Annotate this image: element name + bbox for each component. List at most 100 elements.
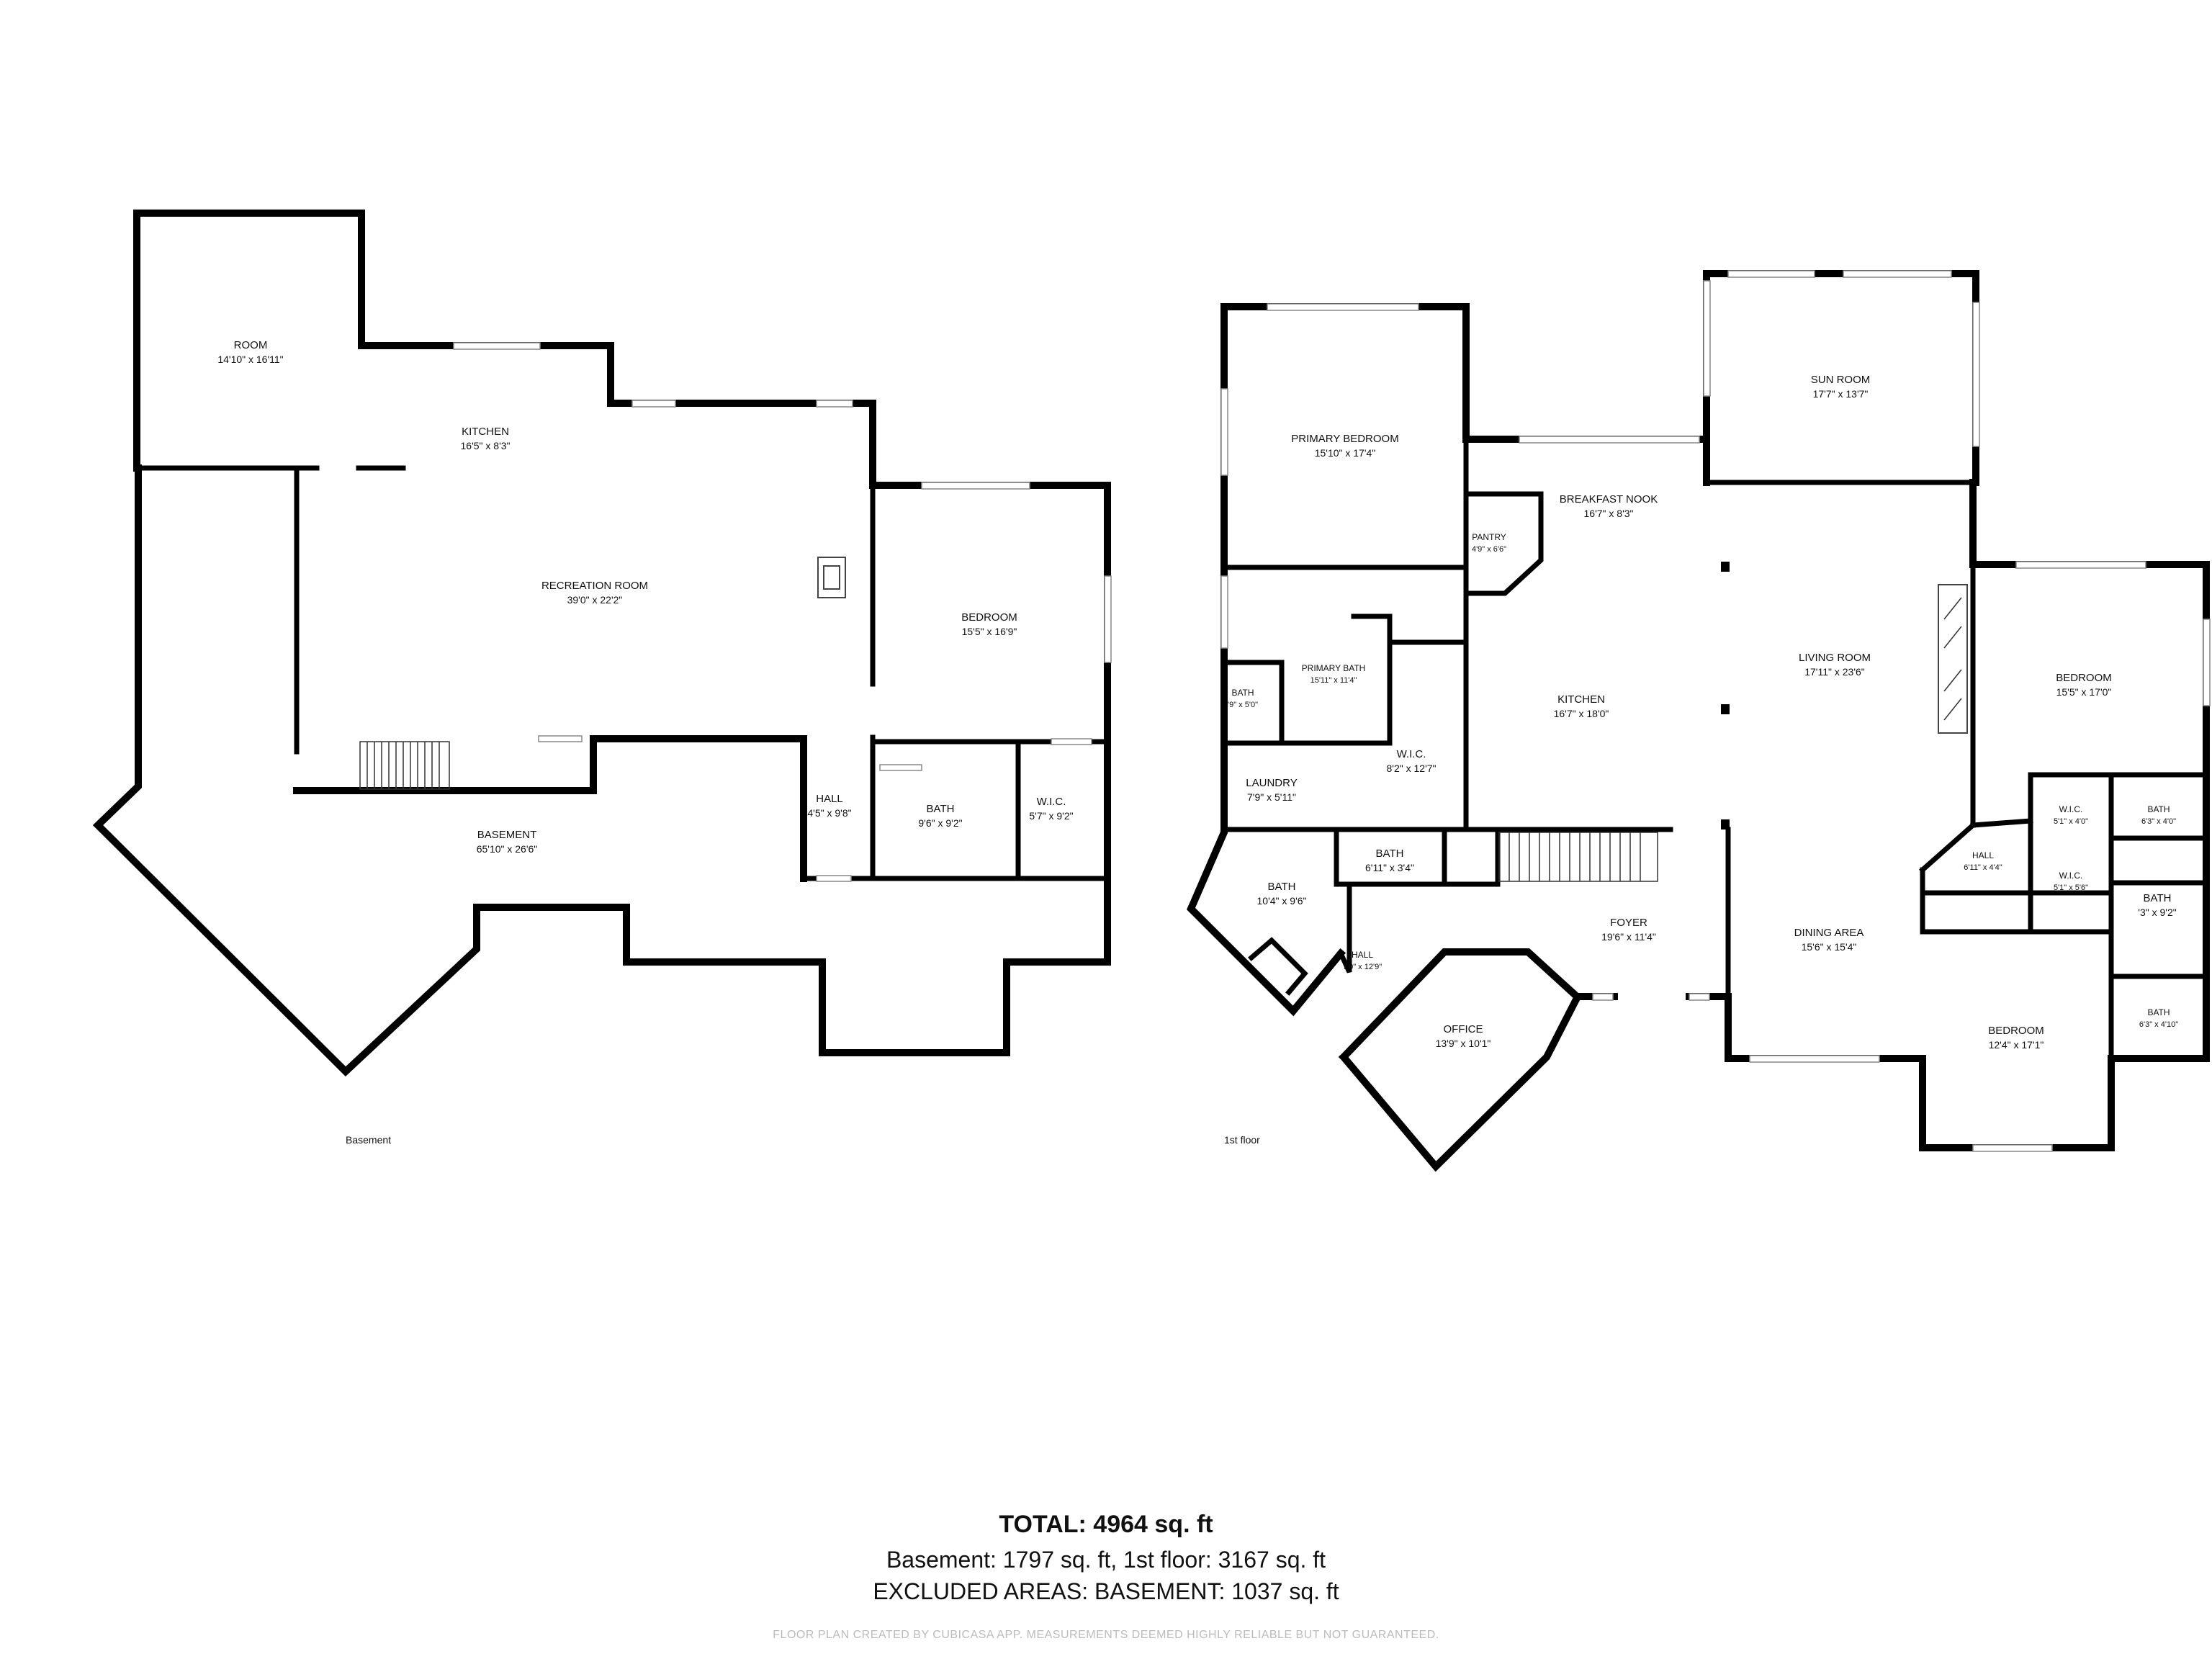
room-dims: 15'5" x 16'9" — [962, 626, 1017, 637]
first-floor-stairs — [1498, 832, 1658, 882]
room-dims: 6'11" x 4'4" — [1964, 863, 2002, 872]
room-dims: 65'10" x 26'6" — [477, 843, 538, 855]
room-name: BASEMENT — [477, 829, 537, 841]
first-floor-label: 1st floor — [1224, 1134, 1260, 1146]
basement-stairs — [359, 741, 450, 790]
room-name: HALL — [816, 793, 843, 805]
room-dims: 4'9" x 6'6" — [1472, 545, 1506, 554]
room-name: BREAKFAST NOOK — [1560, 493, 1658, 505]
room-dims: 15'11" x 11'4" — [1310, 676, 1357, 685]
window — [1972, 302, 1980, 447]
total-area: TOTAL: 4964 sq. ft — [999, 1511, 1213, 1538]
window — [1220, 388, 1228, 476]
room-name: BATH — [2147, 804, 2170, 814]
window — [631, 400, 676, 408]
room-name: PRIMARY BATH — [1302, 663, 1366, 673]
fireplace-icon — [1938, 584, 1968, 734]
window — [1592, 993, 1614, 1001]
room-dims: 15'5" x 17'0" — [2056, 686, 2112, 698]
room-dims: '3" x 9'2" — [2138, 907, 2176, 918]
room-dims: 19'6" x 11'4" — [1601, 931, 1656, 943]
room-name: LAUNDRY — [1246, 777, 1297, 789]
room-dims: 9'6" x 9'2" — [918, 817, 962, 829]
room-name: W.I.C. — [2059, 871, 2083, 881]
office-wall — [1338, 993, 1618, 1172]
room-name: ROOM — [234, 339, 268, 351]
room-name: KITCHEN — [1557, 693, 1605, 706]
room-name: DINING AREA — [1794, 927, 1864, 939]
pantry-wall — [1463, 491, 1544, 596]
basement-plan: ROOM 14'10" x 16'11" KITCHEN 16'5" x 8'3… — [92, 210, 1112, 1146]
room-name: W.I.C. — [1037, 796, 1066, 808]
column — [1721, 819, 1730, 830]
room-name: BATH — [927, 803, 955, 815]
room-name: BATH — [1231, 688, 1254, 698]
room-dims: 7'9" x 5'11" — [1247, 791, 1296, 803]
window — [921, 482, 1030, 490]
window — [816, 875, 852, 882]
room-dims: 7'0" x 12'9" — [1343, 963, 1382, 971]
office-left-wall — [1338, 948, 1583, 1063]
room-dims: 4'5" x 9'8" — [807, 807, 851, 819]
room-name: HALL — [1352, 950, 1373, 960]
room-name: W.I.C. — [2059, 804, 2083, 814]
window — [1220, 575, 1228, 649]
window — [2203, 619, 2211, 706]
basement-floor-label: Basement — [346, 1134, 391, 1146]
window — [2015, 561, 2146, 569]
room-dims: 15'10" x 17'4" — [1315, 447, 1376, 459]
first-floor-outer-wall — [1220, 270, 2210, 1151]
room-dims: 12'4" x 17'1" — [1989, 1039, 2044, 1051]
room-dims: 13'9" x 10'1" — [1436, 1038, 1491, 1049]
room-name: PRIMARY BEDROOM — [1291, 433, 1398, 445]
room-dims: 14'10" x 16'11" — [217, 354, 283, 365]
window — [453, 342, 541, 350]
room-name: W.I.C. — [1397, 748, 1426, 760]
room-dims: 17'7" x 13'7" — [1813, 388, 1869, 400]
window — [1749, 1055, 1880, 1063]
room-name: BEDROOM — [961, 611, 1017, 624]
room-name: HALL — [1972, 850, 1994, 860]
room-name: BATH — [2147, 1007, 2170, 1017]
room-name: FOYER — [1610, 917, 1647, 929]
room-name: PANTRY — [1472, 532, 1506, 542]
room-dims: 5'1" x 5'6" — [2054, 884, 2088, 892]
first-floor-plan: PRIMARY BEDROOM 15'10" x 17'4" SUN ROOM … — [1187, 270, 2211, 1172]
room-dims: 16'7" x 8'3" — [1584, 508, 1634, 519]
fireplace-icon — [817, 557, 846, 598]
window — [1104, 575, 1112, 663]
room-dims: 6'3" x 4'10" — [2139, 1020, 2178, 1029]
room-dims: 17'11" x 23'6" — [1804, 666, 1865, 678]
room-name: BATH — [2144, 892, 2172, 904]
area-breakdown: Basement: 1797 sq. ft, 1st floor: 3167 s… — [886, 1547, 1326, 1573]
column — [1721, 562, 1730, 572]
room-name: BATH — [1268, 881, 1296, 893]
excluded-areas: EXCLUDED AREAS: BASEMENT: 1037 sq. ft — [873, 1578, 1339, 1604]
room-name: BEDROOM — [2056, 672, 2112, 684]
room-dims: 5'7" x 9'2" — [1029, 810, 1073, 822]
room-dims: 15'6" x 15'4" — [1802, 941, 1857, 953]
basement-outer-wall — [92, 210, 1111, 1076]
room-name: RECREATION ROOM — [541, 580, 648, 592]
window — [1703, 280, 1711, 397]
room-dims: '9" x 5'0" — [1228, 701, 1258, 709]
room-name: SUN ROOM — [1811, 374, 1871, 386]
room-dims: 16'5" x 8'3" — [461, 440, 511, 451]
window — [816, 400, 853, 408]
room-dims: 6'3" x 4'0" — [2141, 817, 2176, 826]
primary-wing-wall — [1187, 303, 1346, 1017]
room-name: OFFICE — [1444, 1023, 1483, 1035]
room-dims: 5'1" x 4'0" — [2054, 817, 2088, 826]
window — [1727, 270, 1815, 278]
room-name: LIVING ROOM — [1799, 652, 1871, 664]
column — [1721, 704, 1730, 714]
room-dims: 8'2" x 12'7" — [1387, 763, 1437, 774]
disclaimer: FLOOR PLAN CREATED BY CUBICASA APP. MEAS… — [773, 1629, 1439, 1641]
room-name: BATH — [1376, 848, 1404, 860]
window — [1689, 993, 1710, 1001]
window — [1051, 738, 1092, 745]
room-dims: 39'0" x 22'2" — [567, 594, 623, 606]
window — [1267, 303, 1419, 311]
room-name: KITCHEN — [462, 426, 509, 438]
